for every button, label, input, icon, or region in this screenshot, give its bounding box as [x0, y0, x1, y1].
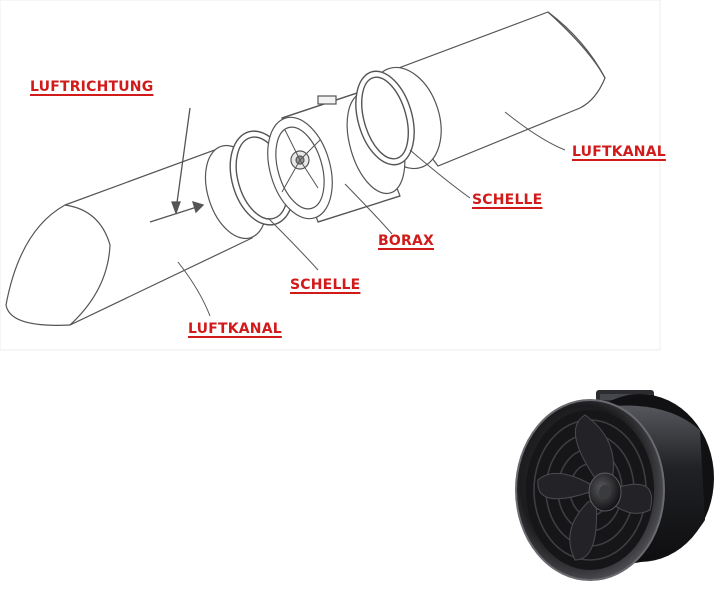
- label-duct-left: LUFTKANAL: [188, 321, 282, 337]
- label-clamp-left: SCHELLE: [290, 277, 361, 293]
- leader-lines: [177, 111, 566, 317]
- clamp-right-ring: [355, 70, 415, 166]
- label-fan-borax: BORAX: [378, 233, 434, 249]
- label-airflow-direction: LUFTRICHTUNG: [30, 79, 154, 95]
- label-duct-right: LUFTKANAL: [572, 144, 666, 160]
- fan-photo: [515, 390, 714, 581]
- airflow-arrow: [149, 107, 205, 223]
- label-clamp-right: SCHELLE: [472, 192, 543, 208]
